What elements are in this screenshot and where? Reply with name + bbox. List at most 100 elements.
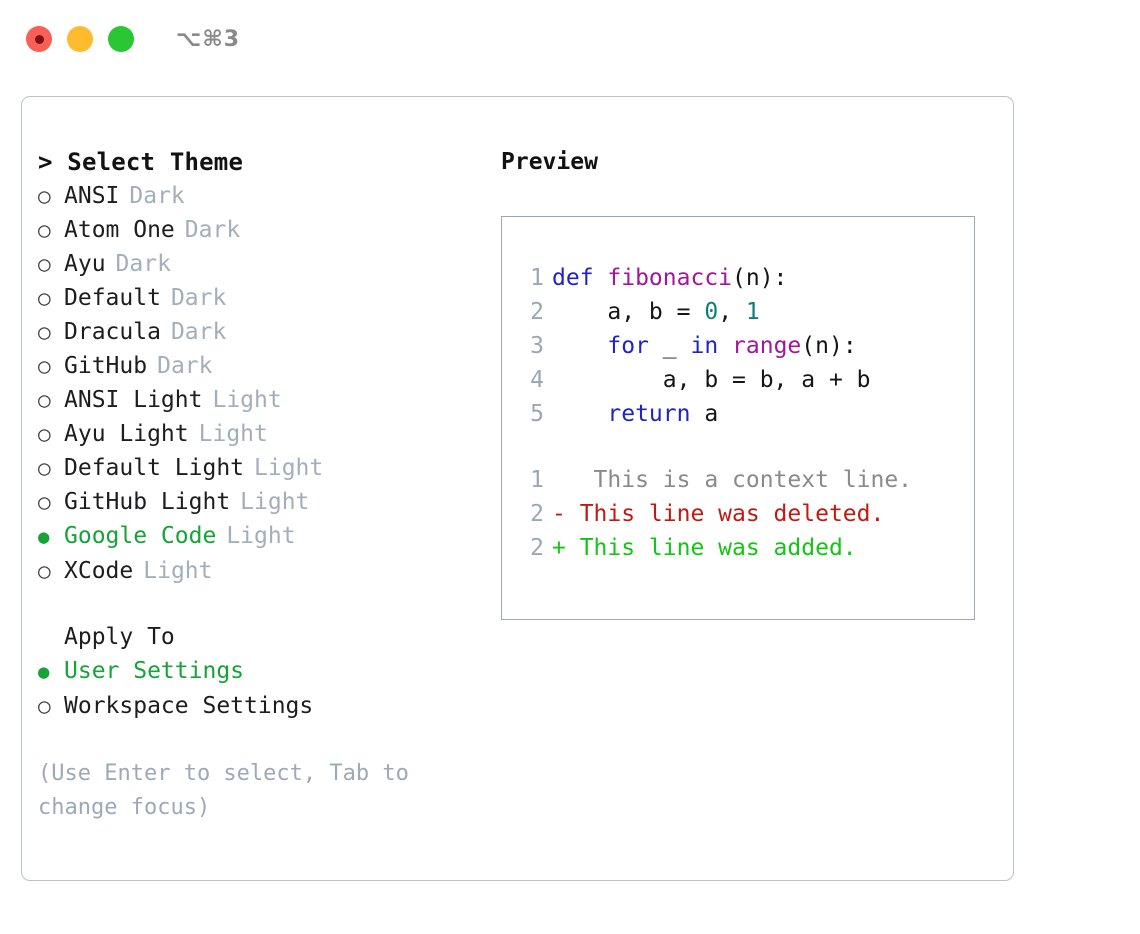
theme-name: GitHub (64, 353, 148, 379)
apply-to-label: Workspace Settings (64, 693, 314, 719)
code-line: 1 def fibonacci(n): (520, 261, 974, 295)
radio-selected-icon: ● (38, 526, 50, 548)
radio-unselected-icon: ○ (38, 490, 51, 514)
code-token: for (607, 333, 649, 359)
theme-list-item[interactable]: ○ ANSI Light Light (38, 383, 468, 417)
apply-to-item[interactable]: ○Workspace Settings (38, 689, 468, 723)
theme-list-item[interactable]: ○ Dracula Dark (38, 315, 468, 349)
recording-indicator-icon (34, 34, 44, 44)
theme-name: Dracula (64, 319, 161, 345)
code-token (552, 401, 607, 427)
code-line: 4 a, b = b, a + b (520, 363, 974, 397)
theme-name: XCode (64, 558, 134, 584)
radio-unselected-icon: ○ (38, 354, 51, 378)
code-token (718, 333, 732, 359)
radio-unselected-icon: ○ (38, 422, 51, 446)
code-token: a, b = b, a + b (552, 367, 871, 393)
radio-unselected-icon: ○ (38, 388, 51, 412)
theme-name: Default Light (64, 455, 245, 481)
code-token: fibonacci (607, 265, 733, 291)
diff-line: 2 - This line was deleted. (520, 497, 974, 531)
diff-sample: 1 This is a context line. 2 - This line wa… (520, 463, 974, 565)
line-number: 4 (530, 367, 544, 393)
theme-list-item[interactable]: ○ Ayu Light Light (38, 417, 468, 451)
theme-kind-badge: Dark (170, 285, 227, 311)
theme-kind-badge: Light (198, 421, 268, 447)
theme-kind-badge: Light (212, 387, 282, 413)
code-line: 3 for _ in range(n): (520, 329, 974, 363)
close-button[interactable] (26, 26, 52, 52)
theme-list-item[interactable]: ○ ANSI Dark (38, 179, 468, 213)
code-token: return (607, 401, 691, 427)
keyboard-hint-text: (Use Enter to select, Tab to change focu… (38, 761, 423, 820)
code-token: in (690, 333, 719, 359)
theme-kind-badge: Dark (170, 319, 227, 345)
diff-line-text: + This line was added. (552, 535, 857, 561)
theme-name: Ayu Light (64, 421, 189, 447)
line-number: 5 (530, 401, 544, 427)
code-token: a (690, 401, 719, 427)
code-line: 2 a, b = 0, 1 (520, 295, 974, 329)
radio-unselected-icon: ○ (38, 320, 51, 344)
code-token: (n): (732, 265, 788, 291)
radio-unselected-icon: ○ (38, 184, 51, 208)
diff-line-text: - This line was deleted. (552, 501, 885, 527)
theme-kind-badge: Light (254, 455, 324, 481)
code-token: a, b = (552, 299, 705, 325)
line-number: 2 (530, 535, 544, 561)
code-token (552, 333, 607, 359)
apply-to-item[interactable]: ●User Settings (38, 654, 468, 689)
theme-list-item[interactable]: ● Google Code Light (38, 519, 468, 554)
theme-kind-badge: Light (240, 489, 310, 515)
code-token: range (732, 333, 802, 359)
line-number: 1 (530, 265, 544, 291)
theme-name: GitHub Light (64, 489, 231, 515)
code-token: _ (648, 333, 691, 359)
code-token: def (552, 265, 608, 291)
line-number: 2 (530, 299, 544, 325)
theme-name: Atom One (64, 217, 175, 243)
theme-kind-badge: Light (226, 523, 296, 549)
line-number: 3 (530, 333, 544, 359)
apply-to-label: User Settings (64, 658, 245, 684)
theme-kind-badge: Dark (184, 217, 241, 243)
apply-to-header: Apply To (64, 624, 175, 650)
minimize-button[interactable] (67, 26, 93, 52)
theme-kind-badge: Dark (157, 353, 213, 379)
select-theme-header: > Select Theme (38, 148, 244, 176)
theme-name: Default (64, 285, 161, 311)
theme-name: Google Code (64, 523, 217, 549)
theme-list-item[interactable]: ○ GitHub Dark (38, 349, 468, 383)
keyboard-shortcut-label: ⌥⌘3 (176, 26, 241, 52)
radio-unselected-icon: ○ (38, 559, 51, 583)
window-titlebar: ⌥⌘3 (0, 0, 1140, 78)
radio-unselected-icon: ○ (38, 218, 51, 242)
diff-line: 2 + This line was added. (520, 531, 974, 565)
theme-list-item[interactable]: ○ GitHub Light Light (38, 485, 468, 519)
code-line: 5 return a (520, 397, 974, 431)
theme-list-item[interactable]: ○ Atom One Dark (38, 213, 468, 247)
theme-name: ANSI Light (64, 387, 203, 413)
theme-kind-badge: Dark (115, 251, 171, 277)
apply-to-section: Apply To ●User Settings○Workspace Settin… (38, 620, 468, 723)
maximize-button[interactable] (108, 26, 134, 52)
preview-title: Preview (501, 149, 598, 175)
line-number: 2 (530, 501, 544, 527)
diff-line-text: This is a context line. (552, 467, 913, 493)
theme-kind-badge: Dark (129, 183, 185, 209)
theme-name: ANSI (64, 183, 120, 209)
line-number: 1 (530, 467, 544, 493)
apply-to-list: ●User Settings○Workspace Settings (38, 654, 468, 723)
code-diff-separator (520, 431, 974, 463)
theme-name: Ayu (64, 251, 106, 277)
